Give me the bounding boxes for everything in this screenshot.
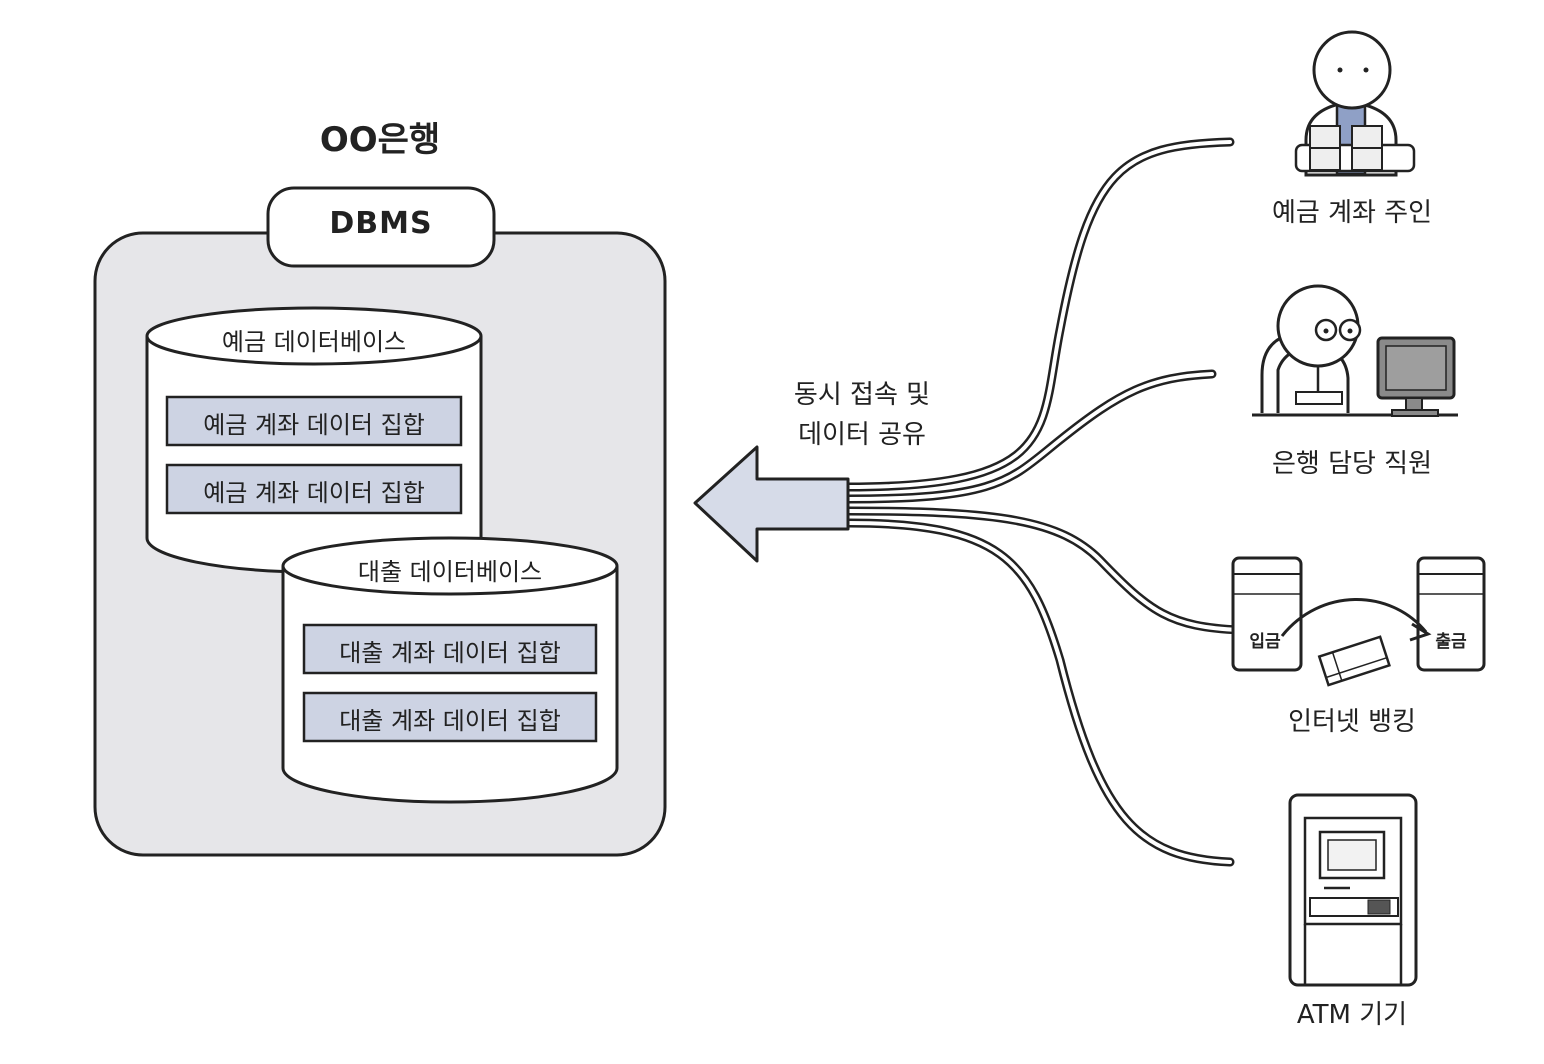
arrow-label-line-2: 데이터 공유	[798, 420, 926, 450]
deposit-database-title: 예금 데이터베이스	[221, 328, 407, 356]
bank-staff-icon	[1252, 284, 1458, 417]
dbms-label: DBMS	[329, 206, 433, 241]
atm-icon	[1288, 793, 1418, 987]
deposit-screen-label: 입금	[1249, 632, 1281, 652]
loan-set-label-1: 대출 계좌 데이터 집합	[339, 639, 561, 667]
account-owner-icon	[1294, 30, 1416, 177]
client-label-bank-staff: 은행 담당 직원	[1271, 449, 1433, 479]
client-label-account-owner: 예금 계좌 주인	[1271, 198, 1433, 228]
deposit-set-box-2	[165, 463, 463, 515]
bank-title: OO은행	[319, 120, 441, 160]
client-label-atm: ATM 기기	[1296, 1000, 1408, 1030]
deposit-set-box-1	[165, 395, 463, 447]
withdraw-screen-label: 출금	[1435, 632, 1467, 652]
arrow-label-line-1: 동시 접속 및	[793, 380, 931, 410]
loan-set-label-2: 대출 계좌 데이터 집합	[339, 707, 561, 735]
client-label-internet-banking: 인터넷 뱅킹	[1288, 707, 1416, 737]
loan-set-box-2	[302, 691, 598, 743]
loan-database-cylinder	[281, 536, 619, 804]
shared-access-arrow	[693, 445, 850, 563]
connection-lines	[843, 137, 1245, 867]
loan-database-title: 대출 데이터베이스	[357, 558, 543, 586]
dbms-tab	[266, 186, 496, 268]
internet-banking-icon	[1231, 556, 1486, 687]
deposit-set-label-2: 예금 계좌 데이터 집합	[203, 479, 425, 507]
deposit-database-cylinder	[145, 306, 483, 574]
deposit-set-label-1: 예금 계좌 데이터 집합	[203, 411, 425, 439]
loan-set-box-1	[302, 623, 598, 675]
